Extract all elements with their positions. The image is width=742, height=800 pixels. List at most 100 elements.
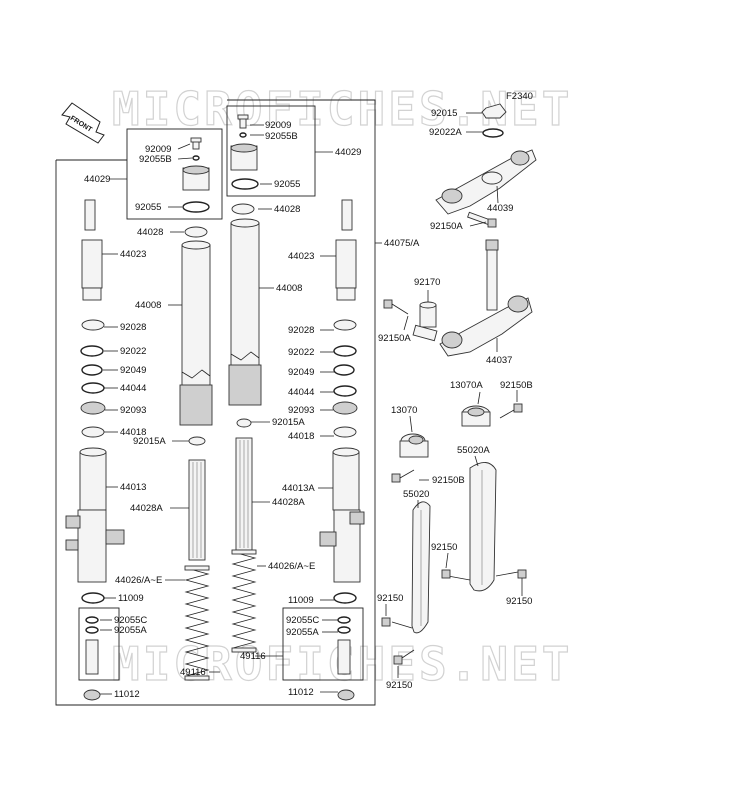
spring-44026-right <box>231 549 257 653</box>
label-92150b-top: 92150B <box>500 380 533 391</box>
inner-tube-44008-left <box>179 240 213 426</box>
label-44008-left: 44008 <box>135 300 161 311</box>
label-92093-left: 92093 <box>120 405 146 416</box>
label-92022a: 92022A <box>429 127 462 138</box>
cap-right <box>230 143 258 171</box>
guard-55020a <box>447 462 519 592</box>
guide-13070 <box>399 433 429 458</box>
label-44028a-right: 44028A <box>272 497 305 508</box>
outer-frame <box>55 99 376 706</box>
bolt-92009-left <box>190 137 202 150</box>
label-92055-left: 92055 <box>135 202 161 213</box>
label-44018-left: 44018 <box>120 427 146 438</box>
label-92150-b: 92150 <box>506 596 532 607</box>
label-92055-right: 92055 <box>274 179 300 190</box>
label-92009-left: 92009 <box>145 144 171 155</box>
label-92028-right: 92028 <box>288 325 314 336</box>
label-92150-c: 92150 <box>377 593 403 604</box>
label-44029-right: 44029 <box>335 147 361 158</box>
label-44023-right: 44023 <box>288 251 314 262</box>
label-92055c-left: 92055C <box>114 615 147 626</box>
part-labels: 92015 92022A 44039 92150A 92170 92150A 4… <box>84 108 533 700</box>
oring-92055-right <box>231 178 259 190</box>
label-44028-right: 44028 <box>274 204 300 215</box>
label-55020a: 55020A <box>457 445 490 456</box>
label-44026-left: 44026/A~E <box>115 575 162 586</box>
guide-13070a <box>461 405 491 427</box>
guard-55020 <box>391 501 431 634</box>
label-92170: 92170 <box>414 277 440 288</box>
label-44044-right: 44044 <box>288 387 314 398</box>
cap-box-left <box>126 128 223 220</box>
label-92015a-right: 92015A <box>272 417 305 428</box>
valve-box-right <box>282 607 364 681</box>
label-92150-d: 92150 <box>386 680 412 691</box>
seal-44028-right <box>231 203 255 215</box>
label-92022-right: 92022 <box>288 347 314 358</box>
label-13070a: 13070A <box>450 380 483 391</box>
label-44026-right: 44026/A~E <box>268 561 315 572</box>
label-92028-left: 92028 <box>120 322 146 333</box>
clamp-92170 <box>412 301 438 342</box>
cylinder-44028a-left <box>188 436 206 561</box>
label-92093-right: 92093 <box>288 405 314 416</box>
bolt-92150b-top <box>499 403 523 419</box>
label-92150-a: 92150 <box>431 542 457 553</box>
label-44028-left: 44028 <box>137 227 163 238</box>
label-44018-right: 44018 <box>288 431 314 442</box>
label-49116-left: 49116 <box>180 667 206 678</box>
label-44013a-right: 44013A <box>282 483 315 494</box>
label-44037: 44037 <box>486 355 512 366</box>
valve-box-left <box>78 607 120 681</box>
nut-92015 <box>481 103 507 119</box>
spring-44026-left <box>184 565 210 681</box>
label-92022-left: 92022 <box>120 346 146 357</box>
label-92015: 92015 <box>431 108 457 119</box>
label-92049-left: 92049 <box>120 365 146 376</box>
bolt-92150a-left <box>383 299 409 315</box>
cylinder-44028a-right <box>235 418 253 551</box>
leader-lines <box>100 112 523 695</box>
outer-parts-left <box>65 199 125 604</box>
label-44029-left: 44029 <box>84 174 110 185</box>
label-92015a-left: 92015A <box>133 436 166 447</box>
label-92150a-left: 92150A <box>378 333 411 344</box>
label-11009-right: 11009 <box>288 595 314 606</box>
valve-parts-left <box>83 616 101 701</box>
oring-92055-left <box>182 201 210 213</box>
washer-92022a <box>482 128 504 138</box>
label-92055c-right: 92055C <box>286 615 319 626</box>
label-92055a-left: 92055A <box>114 625 147 636</box>
inner-tube-44008-right <box>228 218 262 406</box>
oring-92055b-right <box>239 132 247 138</box>
label-11012-left: 11012 <box>114 689 140 700</box>
label-92055b-left: 92055B <box>139 154 172 165</box>
diagram-code: F2340 <box>506 91 533 102</box>
outer-parts-right <box>319 199 365 604</box>
oring-92055b-left <box>192 155 200 161</box>
bolt-92150a-top <box>467 211 497 228</box>
stem-44037 <box>439 239 533 357</box>
valve-parts-right <box>337 616 355 701</box>
label-92049-right: 92049 <box>288 367 314 378</box>
label-44075a: 44075/A <box>384 238 420 249</box>
label-92150b: 92150B <box>432 475 465 486</box>
label-92009-right: 92009 <box>265 120 291 131</box>
seal-44028-left <box>184 226 208 238</box>
label-92055a-right: 92055A <box>286 627 319 638</box>
front-arrow-icon: FRONT <box>61 102 105 144</box>
label-44013-left: 44013 <box>120 482 146 493</box>
label-11009-left: 11009 <box>118 593 144 604</box>
cap-box-right <box>226 105 316 197</box>
label-44044-left: 44044 <box>120 383 146 394</box>
label-44008-right: 44008 <box>276 283 302 294</box>
upper-clamp-44039 <box>435 149 537 215</box>
label-44039: 44039 <box>487 203 513 214</box>
label-92055b-right: 92055B <box>265 131 298 142</box>
label-55020: 55020 <box>403 489 429 500</box>
label-92150a-top: 92150A <box>430 221 463 232</box>
bolt-92009-right <box>237 114 249 129</box>
cap-left <box>182 165 210 191</box>
bolt-92150b <box>391 469 415 483</box>
